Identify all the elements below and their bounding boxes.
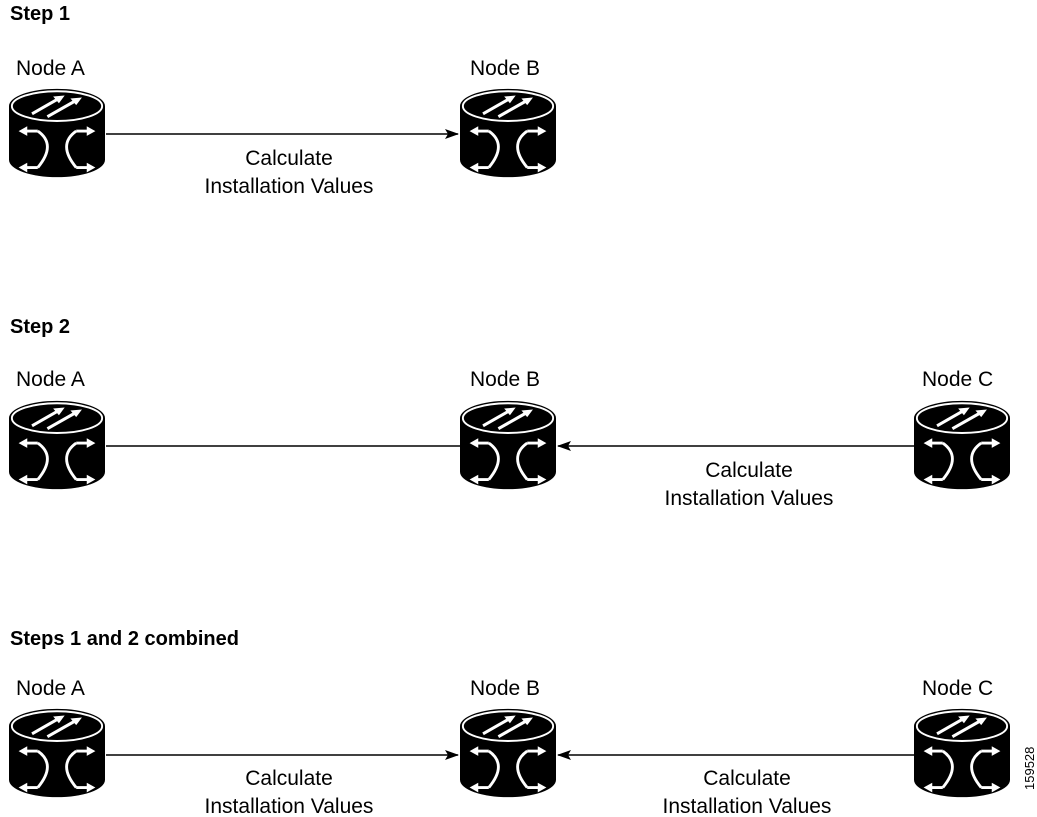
combined-node-b-label: Node B <box>470 677 540 700</box>
step-1-title: Step 1 <box>10 3 70 25</box>
step-2-title: Step 2 <box>10 316 70 338</box>
combined-link-cb-label-line2: Installation Values <box>663 795 832 817</box>
step-1-node-a-label: Node A <box>16 57 85 80</box>
figure-id: 159528 <box>1022 747 1037 790</box>
step-1-panel: Step 1 Node A Node B Calculate Installat… <box>9 3 556 198</box>
step-1-link-label-line1: Calculate <box>245 147 333 170</box>
step-2-node-b-label: Node B <box>470 368 540 391</box>
router-icon <box>460 87 556 179</box>
router-icon <box>460 399 556 491</box>
combined-link-ab-label-line2: Installation Values <box>205 795 374 817</box>
combined-link-ab-label-line1: Calculate <box>245 767 333 790</box>
router-icon <box>914 399 1010 491</box>
step-2-node-c-label: Node C <box>922 368 993 391</box>
step-1-node-b-label: Node B <box>470 57 540 80</box>
combined-node-a-label: Node A <box>16 677 85 700</box>
step-2-node-a-label: Node A <box>16 368 85 391</box>
combined-link-cb-label-line1: Calculate <box>703 767 791 790</box>
step-2-panel: Step 2 Node A Node B Node C Calculate In… <box>9 316 1010 510</box>
router-icon <box>9 399 105 491</box>
router-icon <box>460 707 556 799</box>
step-2-link-label-line1: Calculate <box>705 459 793 482</box>
steps-combined-panel: Steps 1 and 2 combined Node A Node B Nod… <box>9 628 1010 817</box>
router-icon <box>9 707 105 799</box>
combined-node-c-label: Node C <box>922 677 993 700</box>
steps-combined-title: Steps 1 and 2 combined <box>10 628 239 650</box>
router-icon <box>914 707 1010 799</box>
router-icon <box>9 87 105 179</box>
step-1-link-label-line2: Installation Values <box>205 175 374 198</box>
step-2-link-label-line2: Installation Values <box>665 487 834 510</box>
